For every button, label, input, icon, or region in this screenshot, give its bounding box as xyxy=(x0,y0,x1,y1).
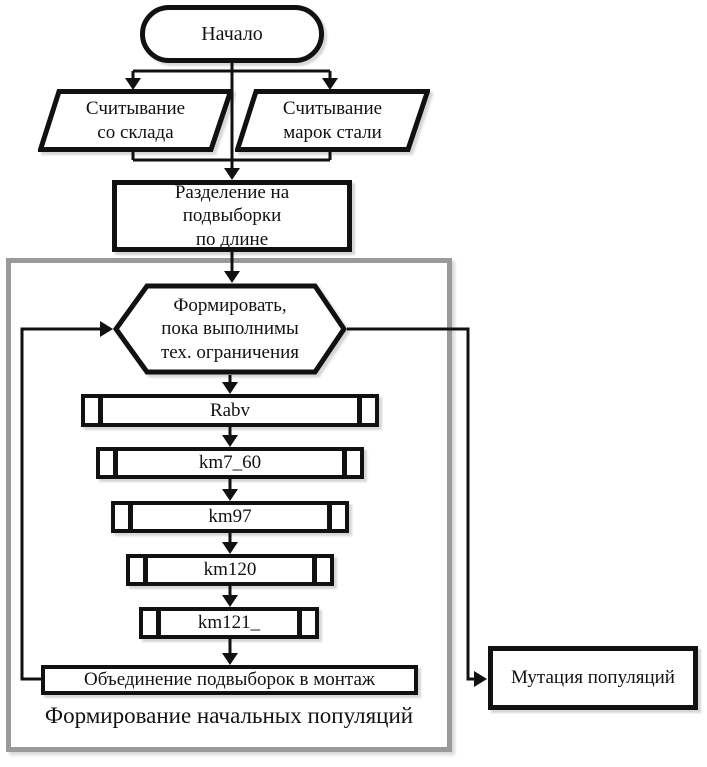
node-proc-km120: km120 xyxy=(126,554,334,586)
node-proc-rabv-label: Rabv xyxy=(209,399,251,421)
predefined-bar-icon xyxy=(143,558,148,582)
node-read-steel-label: Считывание марок стали xyxy=(282,98,383,143)
node-proc-km120-label: km120 xyxy=(203,559,257,581)
node-start-terminator: Начало xyxy=(140,5,324,63)
node-split-by-length-label: Разделение на подвыборки по длине xyxy=(174,182,290,250)
node-proc-km97: km97 xyxy=(111,501,349,533)
node-read-warehouse-label: Считывание со склада xyxy=(85,98,186,143)
predefined-bar-icon xyxy=(113,451,118,475)
predefined-bar-icon xyxy=(98,398,103,423)
group-caption: Формирование начальных популяций xyxy=(6,703,452,729)
predefined-bar-icon xyxy=(128,505,133,529)
node-proc-km121-label: km121_ xyxy=(197,612,261,634)
predefined-bar-icon xyxy=(342,451,347,475)
node-start-label: Начало xyxy=(201,22,263,45)
node-proc-km121: km121_ xyxy=(139,607,319,639)
connector-merge-bar xyxy=(131,152,332,162)
node-read-steel: Считывание марок стали xyxy=(235,89,430,152)
arrow-down-icon xyxy=(224,168,240,180)
node-read-warehouse: Считывание со склада xyxy=(38,89,233,152)
node-mutation: Мутация популяций xyxy=(488,646,698,710)
hexagon-outline xyxy=(113,283,347,375)
group-caption-label: Формирование начальных популяций xyxy=(44,703,414,728)
node-loop-condition-hexagon: Формировать, пока выполнимы тех. огранич… xyxy=(113,283,347,375)
node-mutation-label: Мутация популяций xyxy=(511,667,675,689)
arrow-right-icon xyxy=(474,671,487,687)
parallelogram-outline xyxy=(235,89,430,152)
node-merge-subsamples: Объединение подвыборок в монтаж xyxy=(41,665,418,695)
predefined-bar-icon xyxy=(327,505,332,529)
predefined-bar-icon xyxy=(312,558,317,582)
node-proc-rabv: Rabv xyxy=(81,394,379,427)
connector-branch-stubs xyxy=(131,71,332,78)
node-proc-km7-60-label: km7_60 xyxy=(198,452,262,474)
predefined-bar-icon xyxy=(357,398,362,423)
node-merge-subsamples-label: Объединение подвыборок в монтаж xyxy=(83,669,376,691)
node-proc-km7-60: km7_60 xyxy=(96,447,364,479)
node-loop-condition-label: Формировать, пока выполнимы тех. огранич… xyxy=(160,295,300,363)
node-proc-km97-label: km97 xyxy=(208,506,252,528)
predefined-bar-icon xyxy=(297,611,302,635)
predefined-bar-icon xyxy=(156,611,161,635)
parallelogram-outline xyxy=(38,89,233,152)
node-split-by-length: Разделение на подвыборки по длине xyxy=(112,180,352,252)
